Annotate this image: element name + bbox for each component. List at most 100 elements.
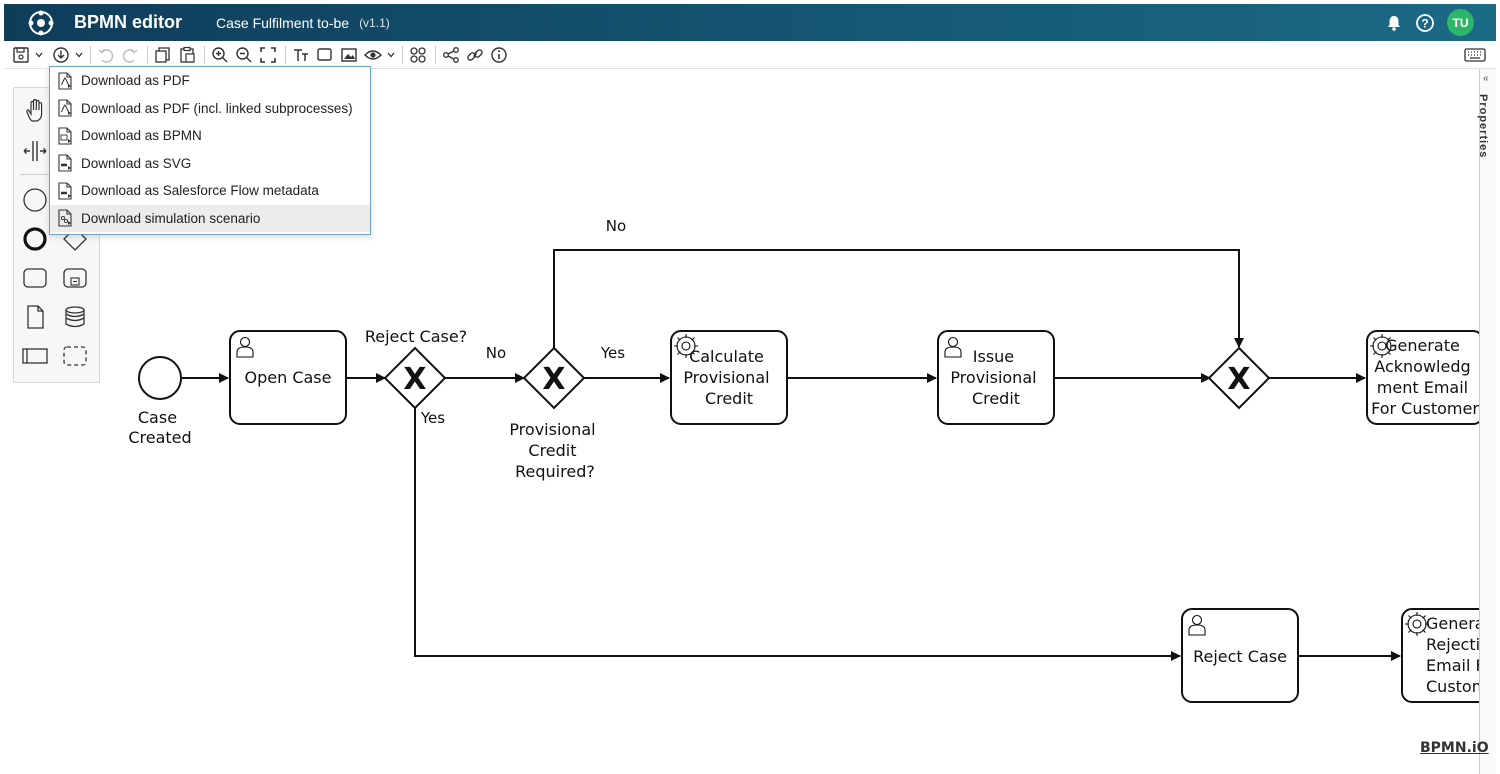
task-generate-rejection-email[interactable]: Generat Rejectio Email Fo Custome	[1401, 608, 1479, 703]
bell-icon[interactable]	[1385, 14, 1403, 32]
task-label-line: Provisional	[950, 368, 1036, 387]
task-calculate-provisional-credit[interactable]: Calculate Provisional Credit	[670, 330, 788, 425]
space-tool-icon[interactable]	[20, 136, 50, 166]
task-tool-icon[interactable]	[20, 263, 50, 293]
task-label-line: Generat	[1426, 614, 1479, 633]
gateway-label: Reject Case?	[365, 327, 467, 346]
download-svg-item[interactable]: Download as SVG	[50, 150, 370, 178]
start-event-label-line: Case	[138, 408, 177, 427]
toolbar-divider	[402, 45, 403, 64]
fit-icon[interactable]	[257, 44, 279, 66]
gateway-reject-case[interactable]: X	[383, 346, 447, 410]
share-icon[interactable]	[440, 44, 462, 66]
toolbar	[4, 41, 1496, 69]
download-menu: Download as PDF Download as PDF (incl. l…	[49, 66, 371, 235]
svg-text:Calculate Provisional: Calculate Provisional Credit	[683, 347, 774, 408]
flow-gw2-no-to-gw3[interactable]	[553, 249, 1244, 348]
user-task-icon	[236, 336, 254, 358]
menu-item-label: Download as Salesforce Flow metadata	[81, 183, 319, 199]
chevron-down-icon[interactable]	[74, 44, 84, 66]
flow-label-no: No	[486, 344, 506, 362]
gateway-tool-icon[interactable]	[60, 224, 90, 254]
download-bpmn-item[interactable]: Download as BPMN	[50, 122, 370, 150]
bpmn-file-icon	[58, 127, 72, 145]
start-event[interactable]	[138, 356, 182, 400]
download-pdf-linked-item[interactable]: Download as PDF (incl. linked subprocess…	[50, 95, 370, 123]
exclusive-gateway-marker: X	[542, 362, 565, 397]
task-label-line: ment Email	[1377, 378, 1468, 397]
svg-text:Issue Provisional: Issue Provisional Credit	[950, 347, 1041, 408]
svg-text:Provisional Credit: Provisional Credit Required?	[509, 420, 600, 481]
svg-file-icon	[58, 154, 72, 172]
view-icon[interactable]	[362, 44, 384, 66]
gateway-merge[interactable]: X	[1207, 346, 1271, 410]
gateway-label-line: Provisional	[509, 420, 595, 439]
simulation-file-icon	[58, 209, 72, 227]
properties-panel-label[interactable]: Properties	[1477, 94, 1489, 159]
task-label-line: Rejectio	[1426, 635, 1479, 654]
task-label-line: Acknowledg	[1374, 357, 1470, 376]
undo-icon[interactable]	[95, 44, 117, 66]
task-label-line: Provisional	[683, 368, 769, 387]
toolbar-divider	[204, 45, 205, 64]
subprocess-tool-icon[interactable]	[60, 263, 90, 293]
task-label-line: Issue	[973, 347, 1014, 366]
download-salesforce-flow-item[interactable]: Download as Salesforce Flow metadata	[50, 177, 370, 205]
chevrons-left-icon[interactable]: «	[1483, 73, 1489, 84]
data-store-tool-icon[interactable]	[60, 302, 90, 332]
service-task-gear-icon	[674, 334, 698, 358]
group-tool-icon[interactable]	[60, 341, 90, 371]
menu-item-label: Download as PDF	[81, 73, 190, 89]
download-simulation-scenario-item[interactable]: Download simulation scenario	[50, 204, 370, 232]
bpmn-logo-icon[interactable]	[28, 10, 54, 36]
service-task-gear-icon	[1405, 612, 1429, 636]
task-label-line: For Customer	[1371, 399, 1479, 418]
start-event-tool-icon[interactable]	[20, 185, 50, 215]
task-label-line: Generate	[1385, 336, 1460, 355]
download-icon[interactable]	[50, 44, 72, 66]
gateway-provisional-credit[interactable]: X	[522, 346, 586, 410]
pool-tool-icon[interactable]	[20, 341, 50, 371]
chevron-down-icon[interactable]	[34, 44, 44, 66]
data-object-tool-icon[interactable]	[20, 302, 50, 332]
bpmn-io-watermark[interactable]: BPMN.iO	[1420, 740, 1489, 756]
properties-panel[interactable]: « Properties	[1477, 69, 1496, 774]
flow-gw1-yes-to-reject[interactable]	[414, 408, 1181, 661]
help-circle-icon[interactable]: ?	[1415, 13, 1435, 33]
task-issue-provisional-credit[interactable]: Issue Provisional Credit	[937, 330, 1055, 425]
zoom-in-icon[interactable]	[209, 44, 231, 66]
shape-icon[interactable]	[314, 44, 336, 66]
user-task-icon	[944, 336, 962, 358]
keyboard-icon[interactable]	[1464, 44, 1486, 66]
copy-icon[interactable]	[152, 44, 174, 66]
pdf-file-icon	[58, 99, 72, 117]
task-label-line: Reject Case	[1193, 647, 1287, 666]
user-avatar[interactable]: TU	[1447, 9, 1474, 36]
end-event-tool-icon[interactable]	[20, 224, 50, 254]
task-label-line: Credit	[705, 389, 753, 408]
task-open-case[interactable]: Open Case	[229, 330, 347, 425]
download-pdf-item[interactable]: Download as PDF	[50, 67, 370, 95]
exclusive-gateway-marker: X	[1227, 362, 1250, 397]
toolbar-divider	[435, 45, 436, 64]
diagram-canvas[interactable]: Case Created Open Case X Reject Case? X …	[4, 69, 1479, 769]
info-icon[interactable]	[488, 44, 510, 66]
svg-text:Case Created: Case Created	[128, 408, 191, 447]
hand-tool-icon[interactable]	[20, 96, 50, 126]
document-title[interactable]: Case Fulfilment to-be	[216, 14, 350, 31]
link-icon[interactable]	[464, 44, 486, 66]
bpmn-diagram[interactable]: Case Created Open Case X Reject Case? X …	[4, 69, 1479, 769]
task-label-line: Email Fo	[1426, 656, 1479, 675]
text-icon[interactable]	[290, 44, 312, 66]
paste-icon[interactable]	[176, 44, 198, 66]
task-reject-case[interactable]: Reject Case	[1181, 608, 1299, 703]
save-icon[interactable]	[10, 44, 32, 66]
sim-icon[interactable]	[407, 44, 429, 66]
image-icon[interactable]	[338, 44, 360, 66]
task-generate-acknowledgment-email[interactable]: Generate Acknowledg ment Email For Custo…	[1366, 330, 1479, 425]
task-label-line: Open Case	[245, 368, 332, 387]
redo-icon[interactable]	[119, 44, 141, 66]
zoom-out-icon[interactable]	[233, 44, 255, 66]
svg-text:Reject Case: Reject Case	[1193, 647, 1287, 666]
chevron-down-icon[interactable]	[386, 44, 396, 66]
